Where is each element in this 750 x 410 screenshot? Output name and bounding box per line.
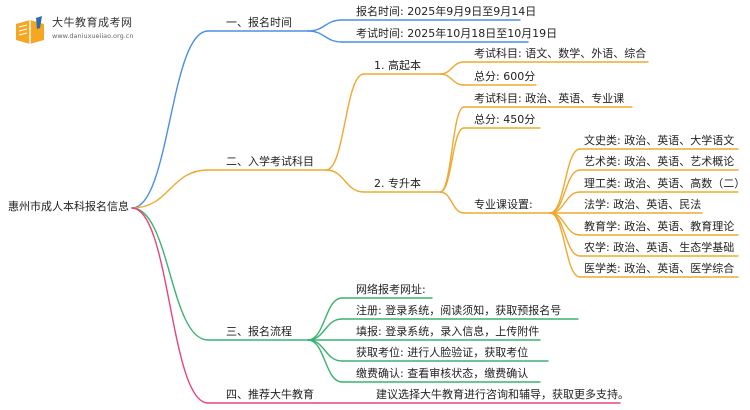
zsb-item-subjects: 考试科目: 政治、英语、专业课 (474, 92, 625, 105)
link-b2-gqb (325, 73, 365, 171)
branch-3-connectors (131, 207, 579, 383)
logo-book-icon (16, 16, 44, 44)
branch-4-label: 四、推荐大牛教育 (226, 388, 314, 401)
book-pencil-icon (16, 16, 44, 44)
link-b3-5 (307, 339, 343, 383)
branch-1-label: 一、报名时间 (226, 16, 292, 29)
b3-item-website: 网络报考网址: (356, 283, 426, 296)
major-item-education: 教育学: 政治、英语、教育理论 (584, 220, 735, 233)
major-item-law: 法学: 政治、英语、民法 (584, 198, 702, 211)
b1-item-exam: 考试时间: 2025年10月18日至10月19日 (356, 27, 558, 40)
link-root-b2 (131, 169, 209, 209)
link-zsb-major (439, 191, 465, 214)
link-zsb-2 (439, 127, 465, 193)
logo-url: www.daniuxueiiao.org.cn (52, 32, 134, 40)
branch-4-connectors (131, 207, 621, 404)
major-item-agriculture: 农学: 政治、英语、生态学基础 (584, 241, 735, 254)
branch-1-connectors (131, 19, 529, 209)
branch-2-label: 二、入学考试科目 (226, 155, 314, 168)
major-item-art: 艺术类: 政治、英语、艺术概论 (584, 155, 735, 168)
link-major-5 (549, 212, 581, 236)
link-b3-1 (307, 297, 343, 341)
link-major-2 (549, 169, 581, 214)
gqb-label: 1. 高起本 (374, 59, 421, 72)
link-gqb-1 (439, 61, 465, 75)
link-zsb-1 (439, 106, 465, 193)
b3-item-fill: 填报: 登录系统，录入信息，上传附件 (356, 325, 540, 338)
major-label: 专业课设置: (474, 198, 533, 211)
link-gqb-2 (439, 73, 465, 86)
b3-item-seat: 获取考位: 进行人脸验证，获取考位 (356, 346, 529, 359)
link-b3-4 (307, 339, 343, 362)
gqb-item-subjects: 考试科目: 语文、数学、外语、综合 (474, 47, 647, 60)
major-item-liberal-arts: 文史类: 政治、英语、大学语文 (584, 134, 735, 147)
b1-item-registration: 报名时间: 2025年9月9日至9月14日 (356, 5, 537, 18)
major-item-medicine: 医学类: 政治、英语、医学综合 (584, 262, 735, 275)
root-topic: 惠州市成人本科报名信息 (8, 200, 129, 213)
link-major-7 (549, 212, 581, 278)
b3-item-payment: 缴费确认: 查看审核状态，缴费确认 (356, 367, 529, 380)
b3-item-register: 注册: 登录系统，阅读须知，获取预报名号 (356, 304, 562, 317)
zsb-item-total: 总分: 450分 (474, 113, 536, 126)
gqb-item-total: 总分: 600分 (474, 70, 536, 83)
link-b3-2 (307, 318, 343, 341)
b4-item-recommend: 建议选择大牛教育进行咨询和辅导，获取更多支持。 (376, 388, 629, 401)
link-root-b3 (131, 207, 209, 341)
link-root-b4 (131, 207, 209, 404)
link-root-b1 (131, 30, 209, 209)
major-item-science: 理工类: 政治、英语、高数（二） (584, 177, 746, 190)
link-b1-time (307, 19, 343, 32)
branch-2-connectors (131, 61, 739, 278)
branch-3-label: 三、报名流程 (226, 325, 292, 338)
link-b2-zsb (325, 169, 365, 193)
zsb-label: 2. 专升本 (374, 177, 421, 190)
link-b1-exam (307, 30, 343, 43)
logo-title: 大牛教育成考网 (52, 16, 133, 29)
